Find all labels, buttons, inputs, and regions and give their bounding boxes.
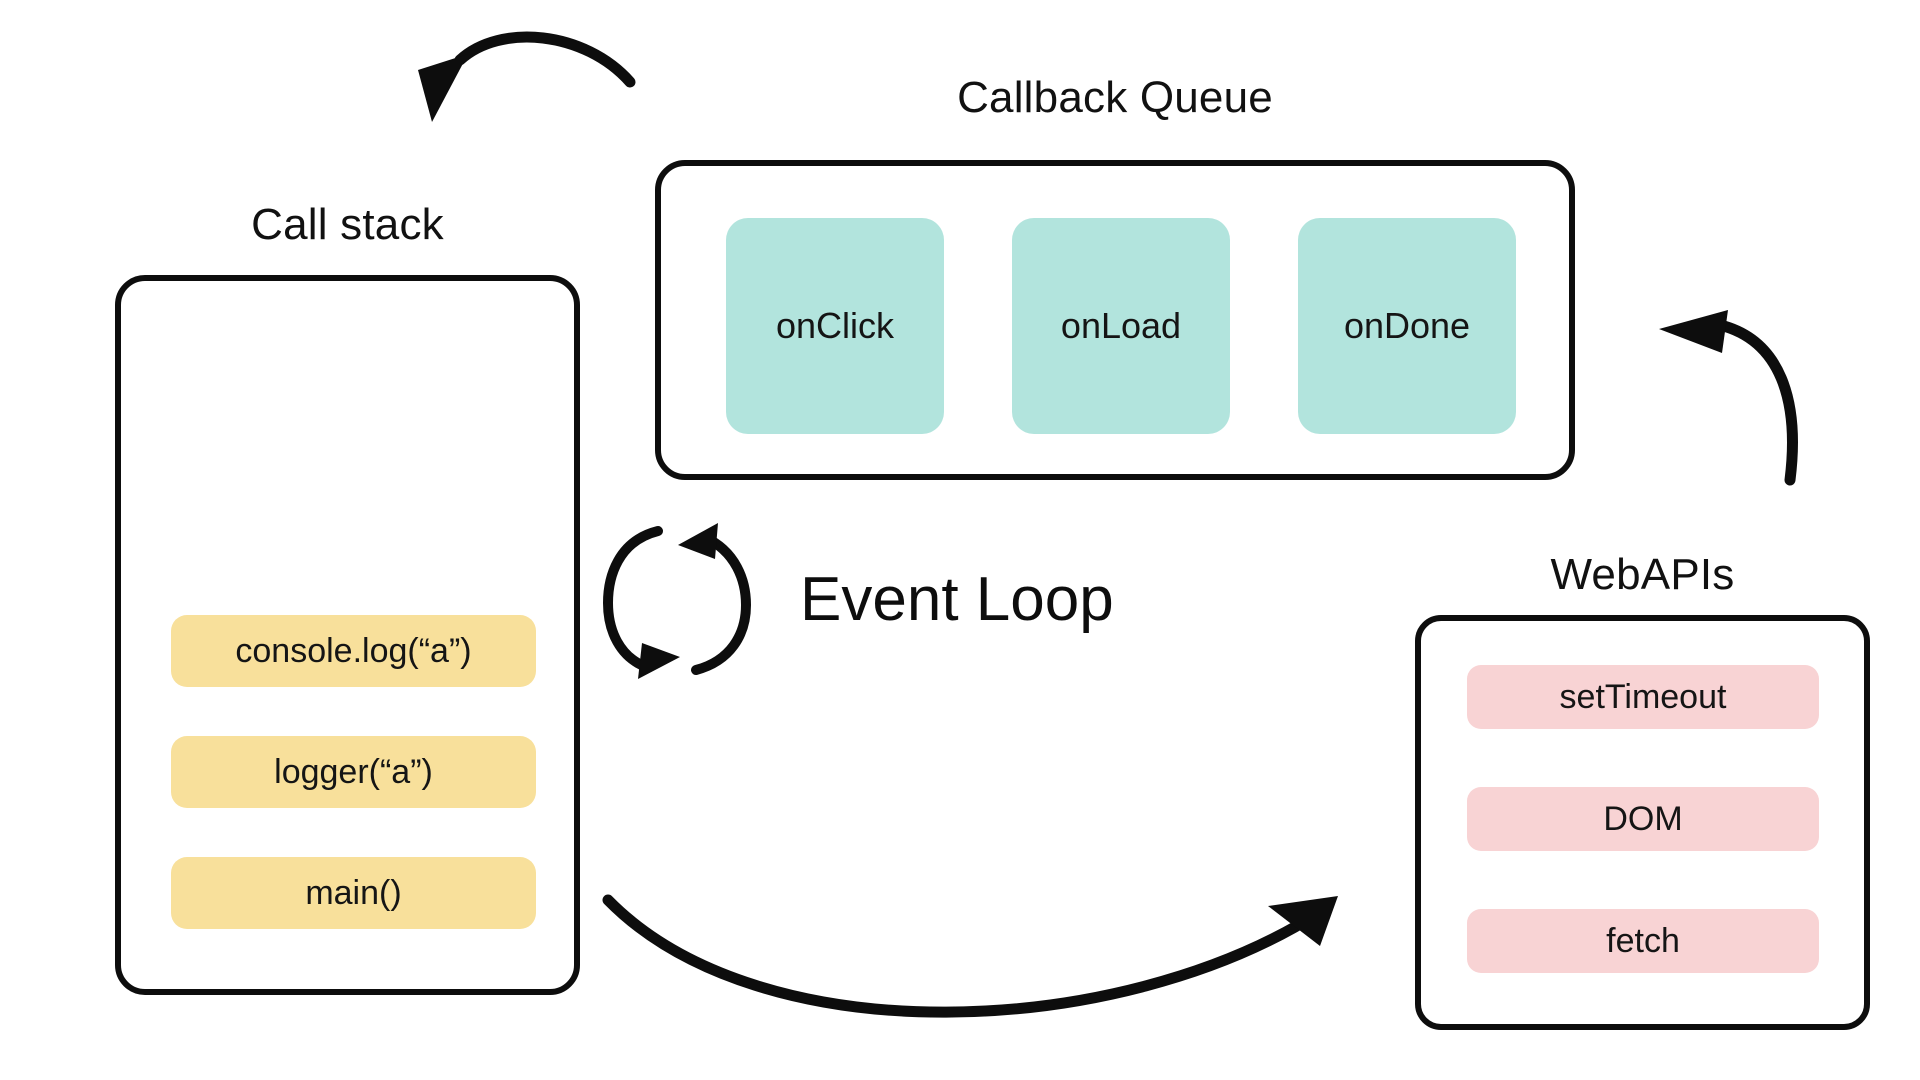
callback-queue-title: Callback Queue — [957, 73, 1273, 122]
webapis-to-queue-arrow — [1659, 310, 1798, 486]
callback-queue-item[interactable]: onLoad — [1012, 218, 1230, 434]
call-stack-frame[interactable]: main() — [171, 857, 536, 929]
call-stack-to-webapis-arrow — [602, 894, 1338, 1018]
webapis-title: WebAPIs — [1550, 550, 1735, 599]
callback-queue-item[interactable]: onClick — [726, 218, 944, 434]
webapi-item[interactable]: fetch — [1467, 909, 1819, 973]
call-stack-frame[interactable]: logger(“a”) — [171, 736, 536, 808]
queue-to-call-stack-arrow — [418, 31, 636, 122]
webapi-item[interactable]: DOM — [1467, 787, 1819, 851]
call-stack-frame[interactable]: console.log(“a”) — [171, 615, 536, 687]
webapis-panel: setTimeout DOM fetch — [1415, 615, 1870, 1030]
call-stack-title: Call stack — [251, 200, 444, 249]
call-stack-panel: console.log(“a”) logger(“a”) main() — [115, 275, 580, 995]
circular-loop-arrows-icon — [602, 523, 752, 679]
callback-queue-item[interactable]: onDone — [1298, 218, 1516, 434]
callback-queue-panel: onClick onLoad onDone — [655, 160, 1575, 480]
webapi-item[interactable]: setTimeout — [1467, 665, 1819, 729]
event-loop-group: Event Loop — [600, 510, 1180, 690]
event-loop-label: Event Loop — [800, 565, 1114, 634]
